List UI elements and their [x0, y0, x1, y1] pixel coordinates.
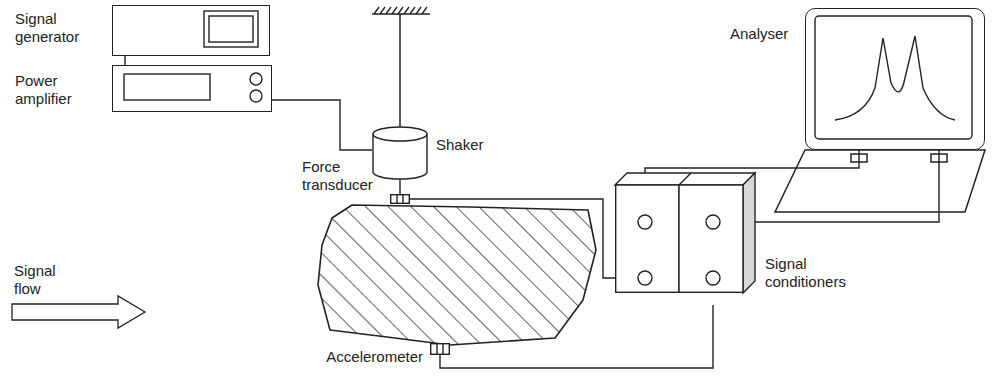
label-box: Signal generator — [15, 10, 100, 46]
signal-flow-label: Signal flow — [14, 262, 74, 298]
analyser-screen-outline — [805, 8, 985, 150]
shaker: Shaker — [372, 126, 428, 180]
cable — [743, 150, 939, 222]
cable — [124, 56, 125, 65]
node-label: Signal generator — [15, 10, 100, 46]
signal-generator-outline — [112, 5, 270, 56]
label-box: Analyser — [730, 25, 800, 43]
force-transducer-outline — [390, 194, 410, 204]
analyser-screen: Analyser — [805, 8, 985, 150]
ceiling-support — [372, 7, 430, 127]
node-label: Analyser — [730, 25, 800, 43]
signal-conditioners: Signal conditioners — [615, 185, 743, 305]
test-structure — [318, 205, 596, 345]
node-label: Power amplifier — [15, 72, 100, 108]
node-label: Shaker — [436, 136, 496, 154]
accelerometer-outline — [430, 343, 450, 355]
node-label: Force transducer — [302, 158, 382, 194]
cable — [399, 180, 400, 194]
signal-generator: Signal generator — [112, 5, 270, 56]
signal-conditioners-outline — [615, 173, 757, 305]
cable — [410, 199, 615, 278]
signal-flow-arrow — [12, 296, 145, 328]
power-amplifier-outline — [112, 65, 272, 112]
force-transducer: Force transducer — [390, 194, 410, 204]
label-box: Signal flow — [14, 262, 74, 298]
analyser-base — [775, 150, 985, 212]
cable — [272, 100, 372, 150]
label-box: Accelerometer — [318, 348, 423, 366]
power-amplifier: Power amplifier — [112, 65, 272, 112]
node-label: Signal conditioners — [765, 255, 860, 291]
label-box: Shaker — [436, 136, 496, 154]
label-box: Force transducer — [302, 158, 382, 194]
accelerometer: Accelerometer — [430, 343, 450, 355]
cable — [440, 305, 713, 368]
label-box: Power amplifier — [15, 72, 100, 108]
node-label: Accelerometer — [318, 348, 423, 366]
shaker-outline — [372, 126, 428, 180]
label-box: Signal conditioners — [765, 255, 860, 291]
